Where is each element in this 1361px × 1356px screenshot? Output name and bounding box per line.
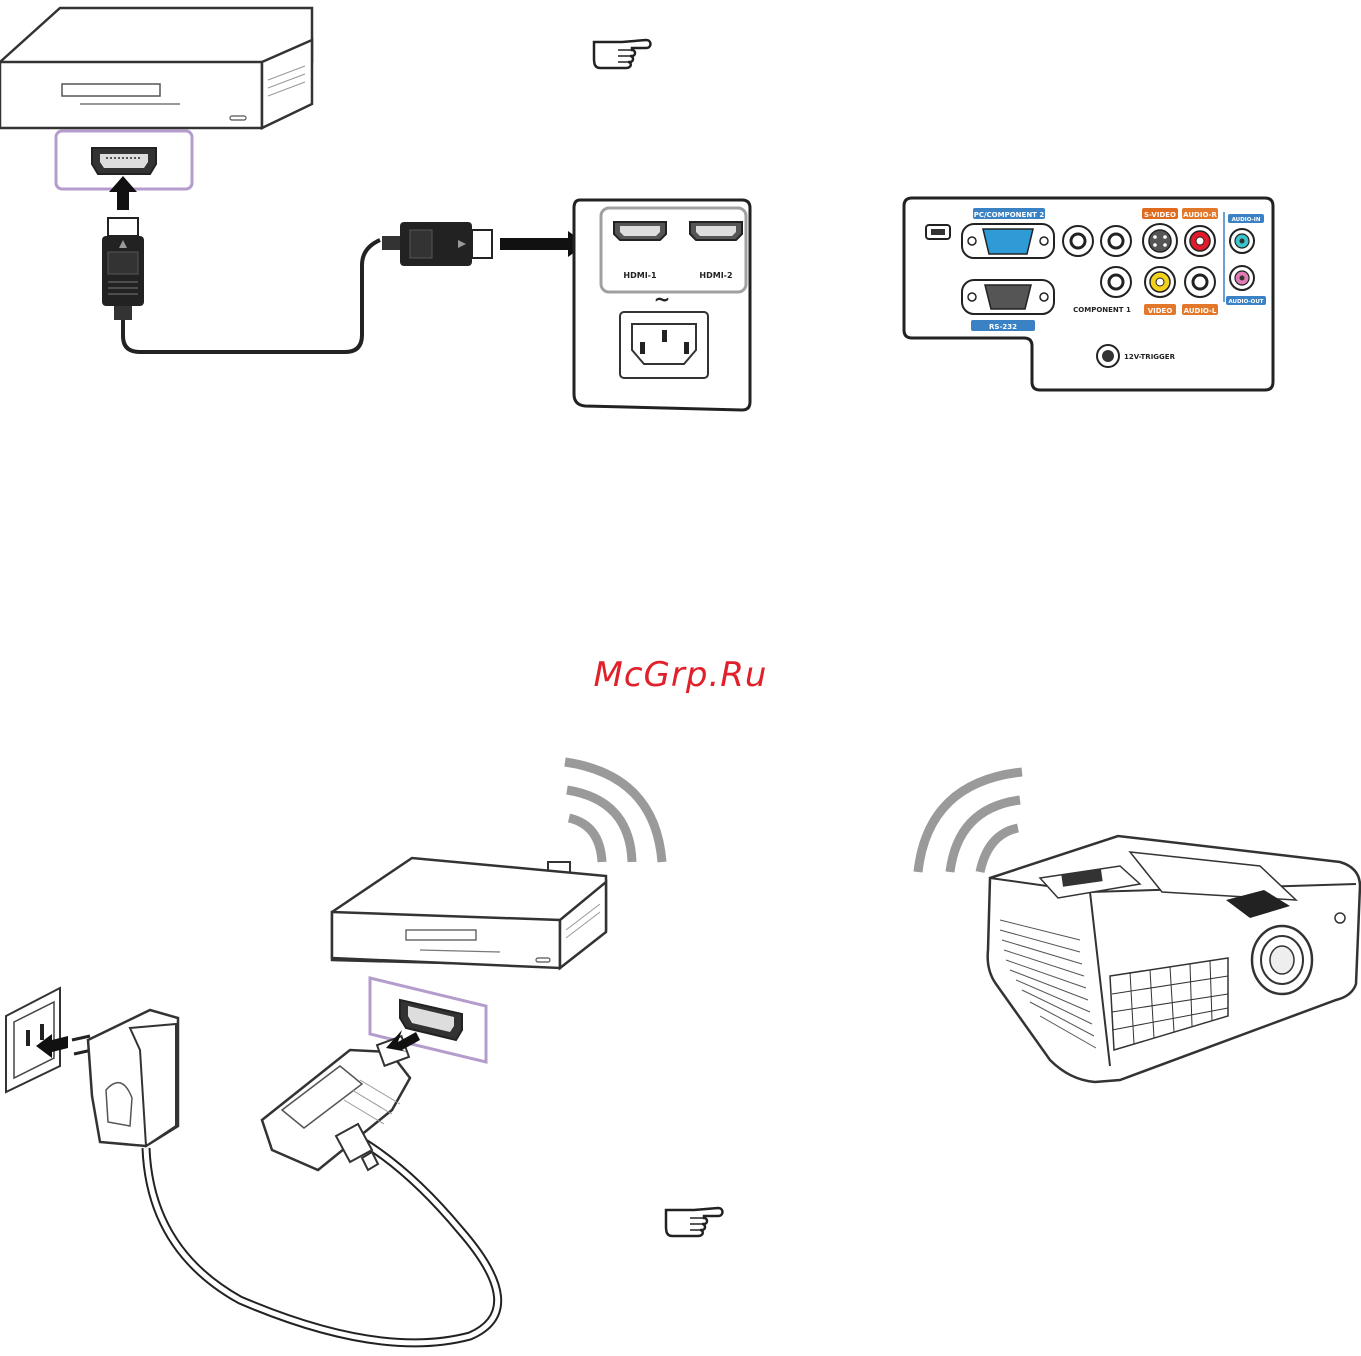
audio-r-label: AUDIO-R bbox=[1183, 211, 1217, 219]
rs232-label: RS-232 bbox=[989, 323, 1017, 331]
power-symbol-label: ~ bbox=[654, 287, 671, 311]
power-cord bbox=[146, 1140, 498, 1343]
hdmi-cable bbox=[102, 218, 492, 352]
audio-l-label: AUDIO-L bbox=[1184, 307, 1217, 315]
power-adapter bbox=[72, 1010, 178, 1146]
up-arrow-icon bbox=[109, 176, 137, 210]
pc-component2-label: PC/COMPONENT 2 bbox=[974, 211, 1045, 219]
s-video-label: S-VIDEO bbox=[1144, 211, 1176, 219]
media-player-box-top bbox=[0, 8, 312, 128]
projector-io-panel: PC/COMPONENT 2 RS-232 S-VIDEO AUDIO-R bbox=[904, 198, 1273, 390]
wireless-dongle bbox=[262, 1036, 410, 1170]
hdmi1-label: HDMI-1 bbox=[623, 271, 657, 280]
hdmi2-label: HDMI-2 bbox=[699, 271, 732, 280]
wireless-signal-icon-right bbox=[918, 772, 1022, 872]
audio-out-label: AUDIO-OUT bbox=[1228, 299, 1263, 305]
media-player-box-bottom bbox=[332, 858, 606, 968]
projector bbox=[988, 836, 1360, 1082]
component1-label: COMPONENT 1 bbox=[1073, 306, 1131, 314]
projector-hdmi-panel: HDMI-1 HDMI-2 ~ bbox=[574, 200, 750, 410]
wireless-signal-icon-left bbox=[565, 762, 662, 862]
watermark: McGrp.Ru bbox=[0, 655, 1361, 695]
trigger-label: 12V-TRIGGER bbox=[1124, 353, 1176, 361]
video-label: VIDEO bbox=[1148, 307, 1173, 315]
audio-in-label: AUDIO-IN bbox=[1232, 217, 1261, 223]
hand-pointer-icon bbox=[594, 40, 651, 68]
hand-pointer-icon-bottom bbox=[666, 1208, 723, 1236]
